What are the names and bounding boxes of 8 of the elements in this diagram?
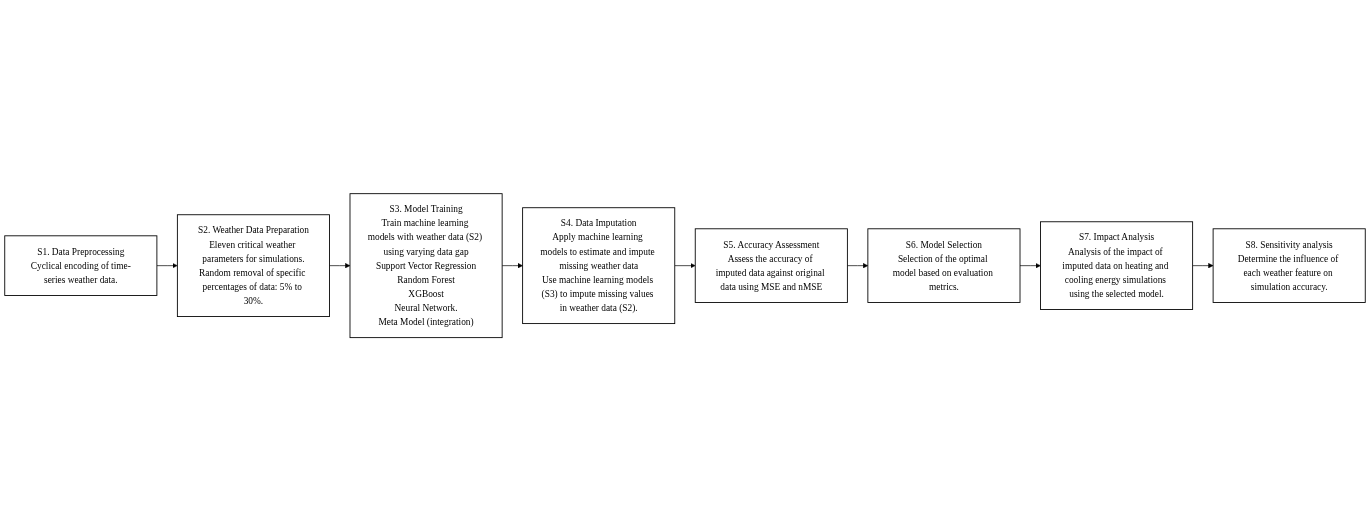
node-box: S6. Model Selection Selection of the optimal model based on evaluation metrics. [867, 228, 1021, 303]
node-box: S1. Data Preprocessing Cyclical encoding of time-series weather data. [4, 235, 158, 296]
node-box: S3. Model Training Train machine learning models with weather data (S2) using varying data gap Support Vector Regression Random Forest XGBoost Neural Network. Meta Model (integration) [349, 193, 503, 338]
node-box: S7. Impact Analysis Analysis of the impact of imputed data on heating and cooling energy simulations using the selected model. [1040, 221, 1194, 310]
node-box: S4. Data Imputation Apply machine learning models to estimate and impute missing weather data Use machine learning models (S3) to impute missing values in weather data (S2). [522, 207, 676, 324]
node-box: S8. Sensitivity analysis Determine the influence of each weather feature on simulation accuracy. [1212, 228, 1366, 303]
node-box: S5. Accuracy Assessment Assess the accuracy of imputed data against original data using MSE and nMSE [694, 228, 848, 303]
node-box: S2. Weather Data Preparation Eleven critical weather parameters for simulations. Random removal of specific percentages of data: 5% to 30%. [176, 214, 330, 317]
